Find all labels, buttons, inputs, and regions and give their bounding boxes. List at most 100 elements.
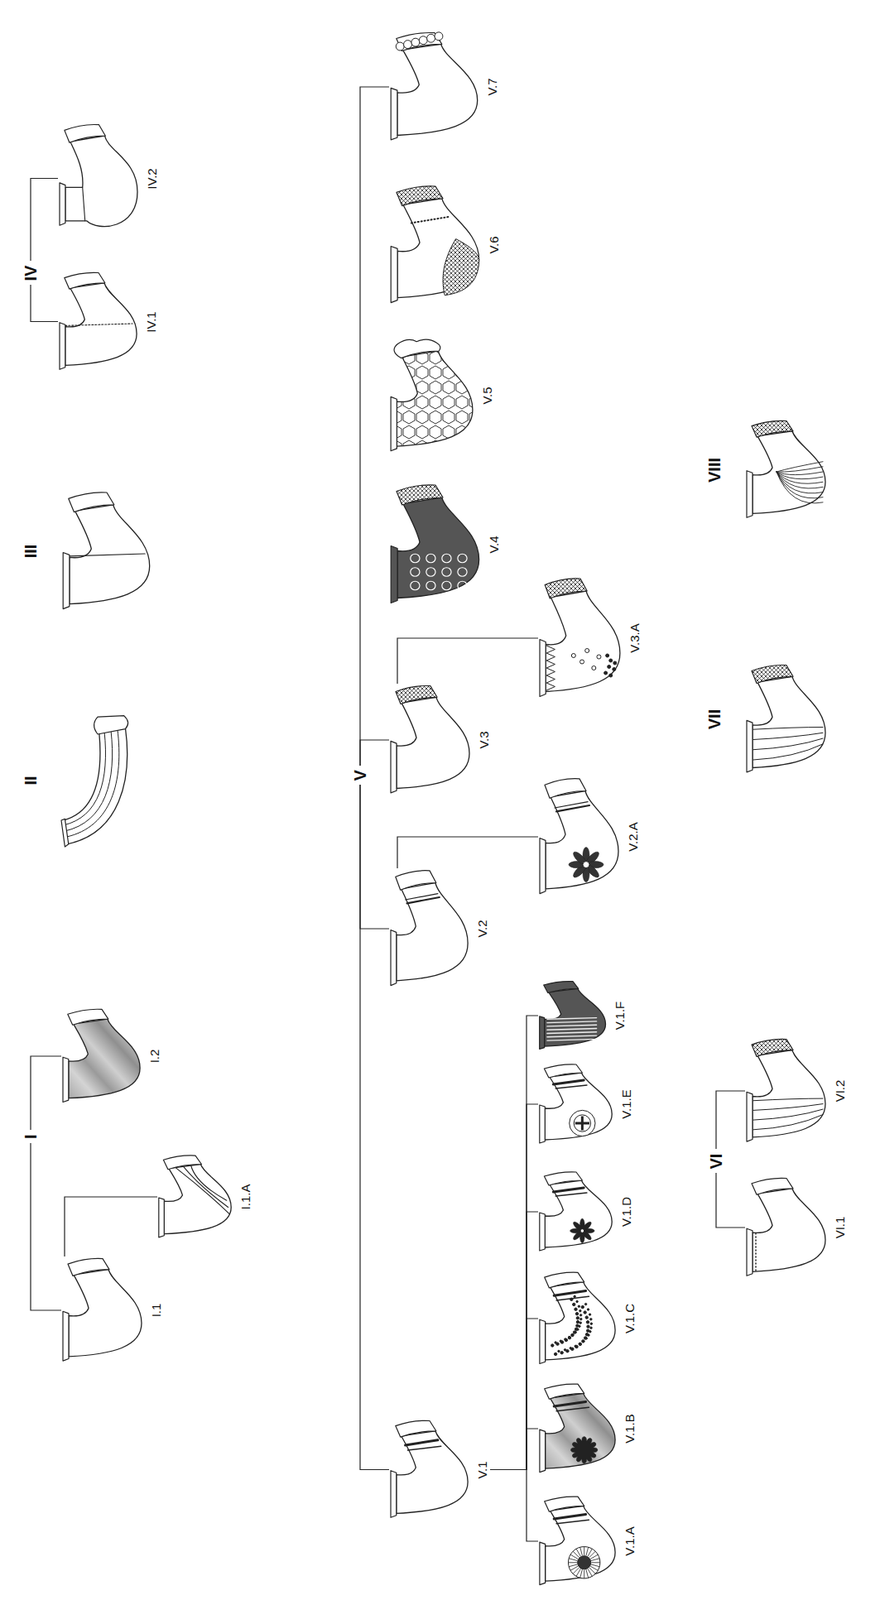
pipe-rim [390, 930, 397, 986]
pipe-ornament [580, 1569, 583, 1578]
pipe-type-figure: V.2.A [538, 776, 641, 898]
pipe-detail [418, 36, 428, 45]
pipe-detail [408, 1447, 442, 1452]
pipe-detail [82, 187, 86, 222]
pipe-type-figure: I.2 [61, 1007, 163, 1106]
pipe-collar [396, 485, 443, 505]
pipe-drawing [389, 482, 482, 607]
pipe-detail [407, 897, 440, 904]
pipe-detail [573, 1115, 591, 1132]
pipe-drawing [389, 30, 481, 144]
pipe-bowl [544, 1180, 612, 1248]
pipe-bowl [396, 697, 470, 789]
pipe-rim [390, 546, 398, 604]
pipe-bowl [396, 351, 473, 447]
pipe-detail [560, 1341, 563, 1344]
pipe-detail [583, 1336, 587, 1340]
pipe-detail [753, 732, 823, 740]
type-label: V.1.D [619, 1197, 635, 1227]
pipe-ornament [410, 567, 420, 578]
pipe-detail [571, 1347, 574, 1351]
pipe-detail [405, 1440, 438, 1446]
pipe-ornament [568, 1558, 578, 1562]
pipe-type-figure: V.2 [389, 868, 491, 990]
type-label: V.1.C [622, 1303, 638, 1334]
pipe-ornament [442, 581, 452, 591]
pipe-ornament [410, 553, 420, 563]
pipe-drawing [538, 1270, 618, 1367]
pipe-detail [575, 1441, 594, 1460]
pipe-detail [547, 1029, 597, 1031]
pipe-drawing [61, 714, 135, 847]
pipe-ornament [590, 1554, 598, 1559]
pipe-detail [576, 1317, 579, 1320]
pipe-detail [585, 649, 590, 654]
pipe-detail [551, 1344, 554, 1347]
pipe-detail [609, 673, 613, 678]
type-group-label: I [20, 1130, 41, 1144]
pipe-detail [596, 654, 602, 659]
pipe-rim [62, 553, 70, 610]
pipe-drawing [389, 1419, 471, 1522]
pipe-ornament [567, 1562, 578, 1563]
pipe-ornament [426, 567, 436, 578]
pipe-bowl [752, 1050, 826, 1138]
pipe-bowl [397, 497, 479, 599]
tree-connector [30, 1056, 62, 1131]
pipe-collar [544, 578, 587, 599]
pipe-bowl [68, 1019, 140, 1099]
type-label: V.1.A [622, 1526, 638, 1556]
pipe-collar [395, 870, 437, 891]
pipe-detail [776, 472, 823, 500]
pipe-rim [539, 1105, 546, 1144]
pipe-detail [588, 1313, 591, 1316]
pipe-detail [553, 1187, 584, 1193]
pipe-drawing [57, 271, 140, 374]
pipe-rim [59, 182, 66, 226]
pipe-drawing [538, 1495, 618, 1588]
tree-connector [716, 1173, 746, 1228]
pipe-type-figure: V.1.D [538, 1170, 635, 1254]
pipe-type-figure: V.1.C [538, 1270, 638, 1367]
pipe-detail [776, 472, 823, 485]
tree-connector [397, 836, 539, 869]
type-label: V.1 [475, 1461, 491, 1479]
pipe-collar [163, 1155, 202, 1170]
pipe-detail [586, 1308, 589, 1311]
pipe-detail [776, 472, 823, 495]
pipe-detail [753, 1098, 823, 1102]
pipe-drawing [538, 1170, 615, 1254]
pipe-detail [576, 1320, 579, 1323]
pipe-detail [580, 1317, 582, 1320]
pipe-detail [572, 1303, 576, 1306]
tree-connector [30, 1143, 62, 1311]
pipe-bowl [396, 1431, 468, 1515]
pipe-drawing [538, 1382, 618, 1476]
pipe-detail [69, 553, 145, 557]
pipe-collar [751, 421, 794, 438]
pipe-detail [574, 1327, 578, 1331]
pipe-bowl [544, 988, 606, 1047]
pipe-type-figure: VIII [704, 419, 828, 522]
pipe-detail [564, 1338, 568, 1342]
pipe-detail [567, 1336, 571, 1340]
type-label: I.1 [149, 1303, 164, 1318]
pipe-rim [746, 1091, 753, 1142]
pipe-detail [576, 1324, 579, 1328]
pipe-detail [753, 1104, 823, 1111]
pipe-bowl [545, 591, 621, 693]
tree-connector [490, 1211, 539, 1471]
pipe-type-figure: V.6 [389, 183, 502, 307]
pipe-bowl [545, 791, 619, 890]
pipe-detail [576, 1300, 578, 1303]
pipe-type-figure: I.1 [61, 1256, 164, 1365]
pipe-collar [64, 125, 106, 144]
pipe-drawing [389, 336, 476, 455]
pipe-collar [67, 1258, 110, 1276]
tree-connector [360, 784, 390, 1471]
pipe-collar [544, 1272, 585, 1289]
pipe-ornament [426, 553, 436, 563]
pipe-type-figure: V.4 [389, 482, 502, 607]
pipe-detail [613, 661, 617, 665]
pipe-rim [539, 1016, 545, 1050]
